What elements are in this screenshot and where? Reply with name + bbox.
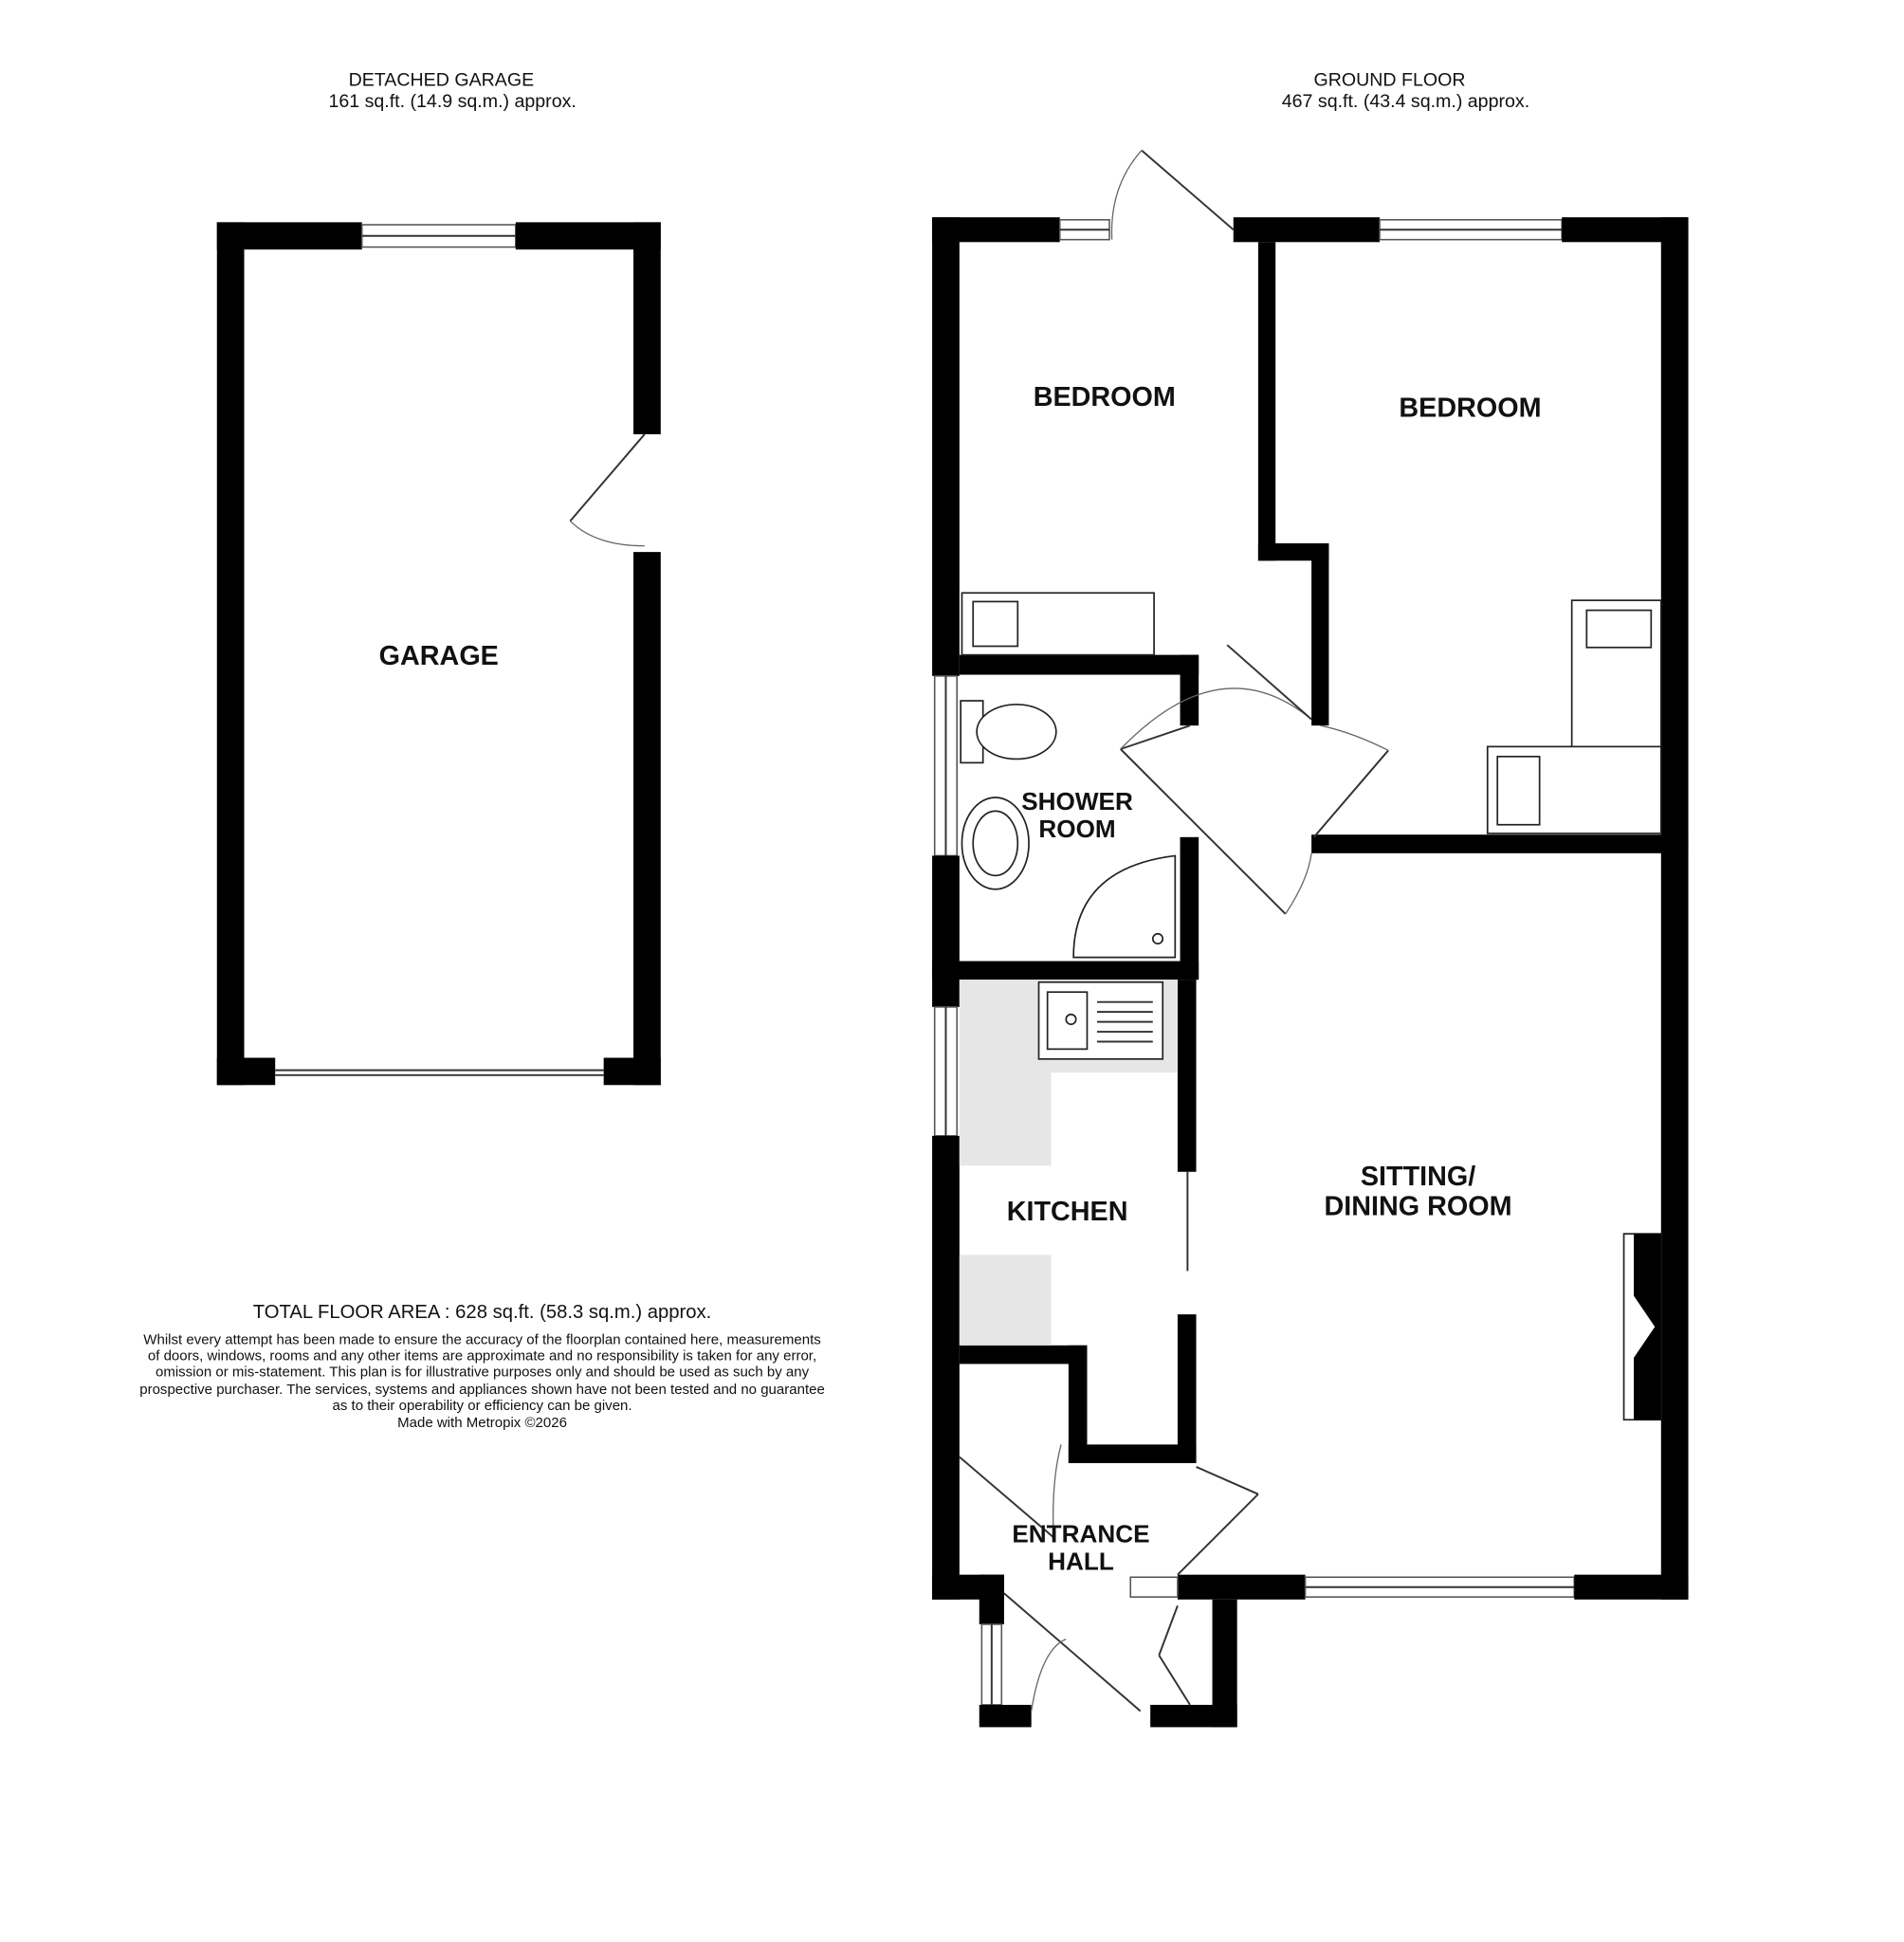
- bedroom2-wardrobes: [1486, 599, 1662, 834]
- total-floor-area: TOTAL FLOOR AREA : 628 sq.ft. (58.3 sq.m…: [253, 1302, 712, 1323]
- toilet-icon: [960, 700, 1057, 764]
- ground-floor-title: GROUND FLOOR: [1313, 70, 1465, 91]
- room-label-sitting-2: DINING ROOM: [1325, 1192, 1512, 1222]
- kitchen-counters: [959, 980, 1178, 1346]
- inner-doors: [959, 644, 1389, 1713]
- room-label-kitchen: KITCHEN: [1007, 1197, 1128, 1227]
- room-label-shower-1: SHOWER: [1021, 787, 1133, 815]
- basin-icon: [961, 797, 1030, 890]
- shower-tray-icon: [1072, 854, 1177, 959]
- fireplace-icon: [1622, 1233, 1662, 1421]
- disclaimer-line: of doors, windows, rooms and any other i…: [148, 1347, 816, 1364]
- room-label-bedroom-1: BEDROOM: [1034, 382, 1176, 412]
- ground-floor-plan: BEDROOM BEDROOM SHOWER ROOM KITCHEN SITT…: [932, 149, 1689, 1728]
- disclaimer-line: as to their operability or efficiency ca…: [333, 1398, 632, 1414]
- garage-side-door: [569, 433, 646, 547]
- disclaimer-line: Whilst every attempt has been made to en…: [143, 1331, 820, 1347]
- room-label-sitting-1: SITTING/: [1361, 1162, 1475, 1192]
- bedroom1-wardrobe: [961, 592, 1155, 656]
- garage-title: DETACHED GARAGE: [349, 70, 535, 91]
- room-label-garage: GARAGE: [379, 641, 499, 671]
- garage-area: 161 sq.ft. (14.9 sq.m.) approx.: [328, 91, 576, 112]
- disclaimer-line: omission or mis-statement. This plan is …: [156, 1364, 810, 1380]
- disclaimer-line: prospective purchaser. The services, sys…: [139, 1382, 825, 1398]
- room-label-hall-1: ENTRANCE: [1012, 1520, 1149, 1548]
- room-label-hall-2: HALL: [1048, 1547, 1114, 1575]
- ground-floor-area: 467 sq.ft. (43.4 sq.m.) approx.: [1282, 91, 1529, 112]
- room-label-shower-2: ROOM: [1038, 815, 1115, 843]
- back-door: [1110, 149, 1235, 240]
- garage-plan: GARAGE: [216, 222, 661, 1086]
- credit: Made with Metropix ©2026: [397, 1415, 567, 1431]
- room-label-bedroom-2: BEDROOM: [1399, 394, 1541, 424]
